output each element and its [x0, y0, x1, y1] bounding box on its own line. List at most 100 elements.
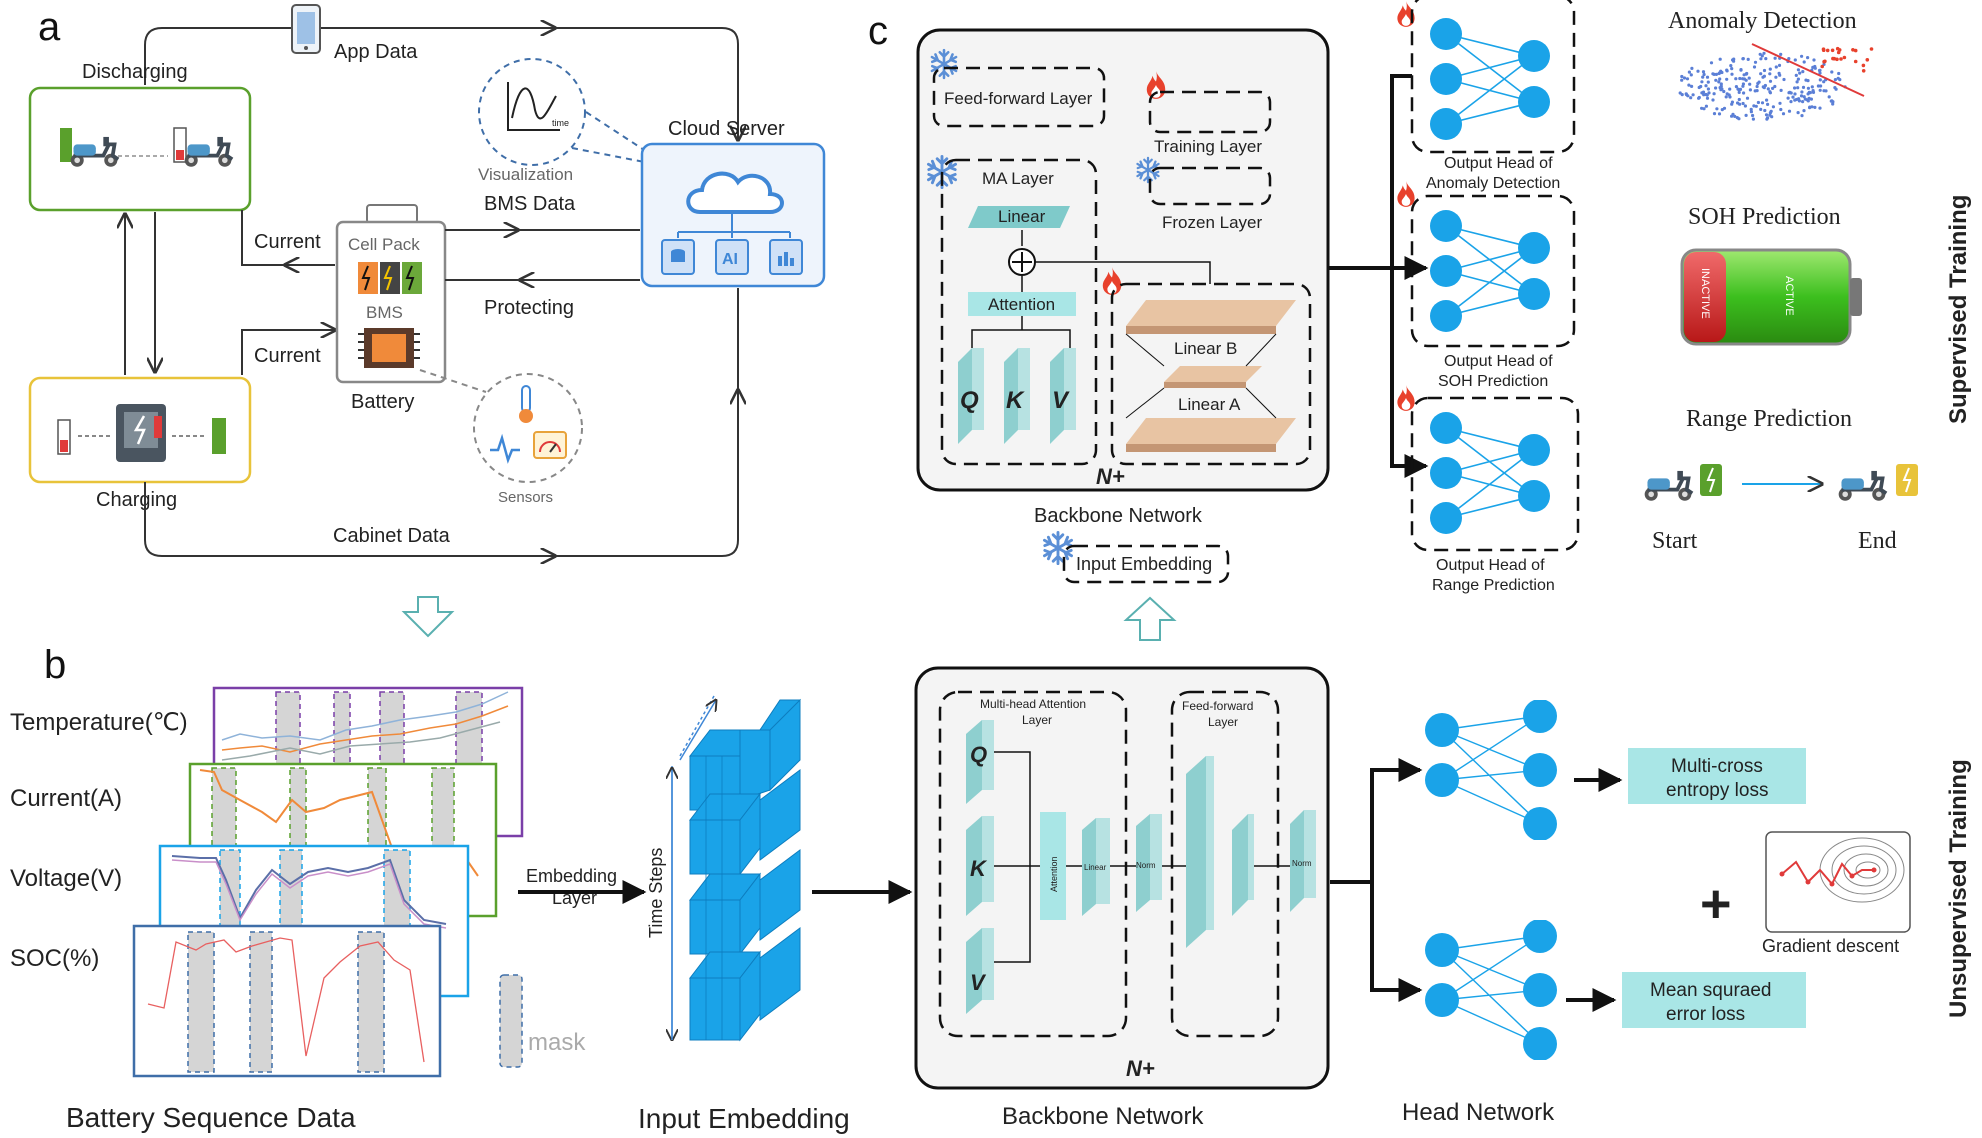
normal-point: [1705, 75, 1710, 79]
anomaly-point: [1831, 56, 1835, 61]
normal-point: [1813, 66, 1817, 70]
normal-point: [1709, 61, 1714, 65]
norm-block-bottom-2: [1290, 810, 1316, 912]
database-icon: [661, 239, 695, 275]
temperature-label: Temperature(℃): [10, 709, 188, 736]
normal-point: [1702, 72, 1706, 77]
normal-point: [1725, 68, 1729, 72]
add-node: [1008, 248, 1036, 276]
normal-point: [1796, 111, 1800, 115]
anomaly-point: [1835, 57, 1839, 62]
anomaly-point: [1853, 48, 1858, 53]
bms-data-label: BMS Data: [484, 193, 576, 215]
normal-point: [1802, 60, 1806, 64]
anomaly-point: [1830, 48, 1835, 53]
input-embedding-box: [1062, 544, 1230, 584]
normal-point: [1818, 68, 1822, 72]
normal-point: [1728, 87, 1732, 91]
linear-block-bottom: [1082, 818, 1110, 916]
time-label: time: [552, 118, 569, 128]
normal-point: [1793, 86, 1797, 90]
head-soh-net: [1429, 209, 1551, 333]
v-top: V: [1052, 387, 1070, 414]
normal-point: [1719, 88, 1723, 92]
normal-point: [1737, 97, 1741, 102]
lora-box: [1110, 282, 1312, 466]
normal-point: [1818, 71, 1822, 75]
soc-sheet: [132, 924, 442, 1078]
normal-point: [1768, 79, 1773, 83]
head-soh-label-1: Output Head of: [1444, 353, 1553, 370]
normal-point: [1680, 78, 1684, 82]
battery-label: Battery: [351, 391, 414, 413]
head-net-top: [1424, 700, 1558, 840]
normal-point: [1762, 68, 1767, 73]
normal-point: [1768, 113, 1772, 117]
discharging-scooters: [60, 127, 235, 169]
route-anomaly: [1328, 74, 1412, 270]
normal-point: [1796, 77, 1800, 81]
normal-point: [1822, 89, 1826, 93]
normal-point: [1719, 69, 1723, 73]
normal-point: [1728, 95, 1732, 99]
training-layer-label: Training Layer: [1154, 137, 1262, 156]
normal-point: [1711, 98, 1715, 102]
normal-point: [1724, 95, 1728, 99]
sensor-connector: [419, 369, 487, 393]
head-range-label-2: Range Prediction: [1432, 577, 1555, 594]
normal-point: [1830, 99, 1834, 103]
ff-layer-label-2: Layer: [1208, 715, 1238, 729]
normal-point: [1833, 78, 1837, 82]
qkv-top-blocks: [958, 348, 1076, 444]
app-data-to-cloud-line: [555, 27, 738, 140]
normal-point: [1749, 110, 1753, 114]
normal-point: [1725, 92, 1729, 96]
mha-layer-label-1: Multi-head Attention: [980, 697, 1086, 711]
normal-point: [1689, 73, 1693, 77]
attention-label-bottom: Attention: [1049, 856, 1059, 892]
normal-point: [1714, 78, 1718, 82]
backbone-to-head-top: [1330, 758, 1423, 884]
protecting-label: Protecting: [484, 297, 574, 319]
normal-point: [1831, 102, 1835, 106]
frozen-layer-legend-box: [1148, 166, 1272, 206]
normal-point: [1819, 84, 1823, 88]
current-top-label: Current: [254, 231, 321, 253]
normal-point: [1793, 58, 1797, 62]
bms-label: BMS: [366, 303, 403, 322]
normal-point: [1801, 100, 1805, 104]
head-range-box: [1410, 396, 1580, 552]
normal-point: [1804, 78, 1808, 82]
head-net-bottom: [1424, 920, 1558, 1060]
normal-point: [1729, 64, 1733, 68]
gauge-icon: [533, 431, 567, 459]
head-anomaly-label-1: Output Head of: [1444, 155, 1553, 172]
fire-icon: [1397, 181, 1415, 207]
cross-entropy-box: [1628, 748, 1806, 804]
normal-point: [1751, 113, 1755, 118]
app-data-label: App Data: [334, 41, 418, 63]
normal-point: [1801, 85, 1806, 89]
feed-forward-layer-label: Feed-forward Layer: [944, 89, 1093, 108]
q-top: Q: [960, 387, 979, 414]
normal-point: [1712, 92, 1716, 96]
up-hollow-arrow: [1123, 596, 1177, 641]
battery-pack: Cell Pack BMS: [335, 204, 447, 384]
normal-point: [1766, 87, 1770, 91]
supervised-training-label: Supervised Training: [1945, 195, 1972, 424]
normal-point: [1755, 84, 1759, 89]
normal-point: [1808, 105, 1812, 109]
linear-block-top: [968, 206, 1070, 228]
gradient-descent-plot: [1765, 831, 1911, 933]
normal-point: [1768, 67, 1772, 71]
normal-point: [1754, 104, 1758, 108]
discharging-box: [28, 86, 252, 212]
unsupervised-training-label: Unsupervised Training: [1945, 759, 1972, 1018]
normal-point: [1736, 101, 1740, 105]
normal-point: [1810, 85, 1814, 89]
normal-point: [1701, 70, 1706, 74]
normal-point: [1786, 96, 1790, 100]
normal-point: [1811, 65, 1815, 69]
linear-label-bottom: Linear: [1084, 863, 1107, 872]
range-end-label: End: [1858, 528, 1897, 554]
